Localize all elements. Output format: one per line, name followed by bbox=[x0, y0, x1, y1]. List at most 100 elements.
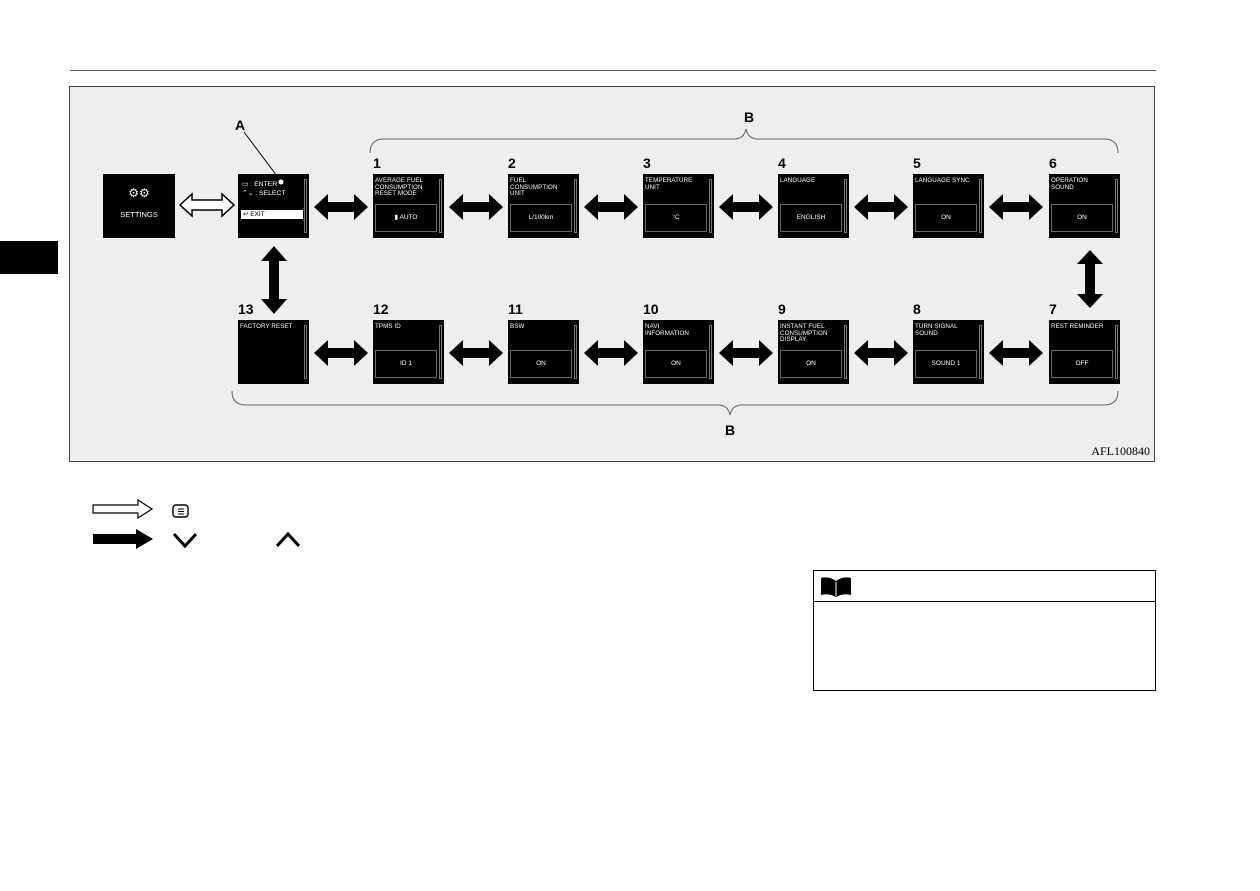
settings-item-screen: TEMPERATURE UNIT °C bbox=[643, 174, 714, 238]
screen-number: 11 bbox=[508, 301, 523, 317]
settings-item-screen: LANGUAGE SYNC ON bbox=[913, 174, 984, 238]
screen-value: ON bbox=[510, 350, 572, 378]
screen-title: REST REMINDER bbox=[1051, 323, 1104, 330]
scrollbar bbox=[709, 179, 712, 233]
label-b-top: B bbox=[744, 109, 755, 125]
settings-item-screen: AVERAGE FUEL CONSUMPTION RESET MODE ▮ AUT… bbox=[373, 174, 444, 238]
double-arrow-horizontal bbox=[989, 194, 1043, 220]
section-tab bbox=[0, 241, 58, 274]
double-arrow-vertical-right bbox=[1077, 250, 1103, 308]
double-arrow-vertical-left bbox=[261, 246, 287, 314]
double-arrow-horizontal bbox=[314, 194, 368, 220]
screen-title: AVERAGE FUEL CONSUMPTION RESET MODE bbox=[375, 177, 423, 198]
double-arrow-horizontal bbox=[854, 340, 908, 366]
scrollbar bbox=[304, 179, 307, 233]
double-arrow-horizontal bbox=[584, 194, 638, 220]
enter-line: ▭ : ENTER bbox=[242, 180, 277, 188]
scrollbar bbox=[439, 325, 442, 379]
scrollbar bbox=[844, 325, 847, 379]
double-arrow-horizontal bbox=[584, 340, 638, 366]
note-header bbox=[814, 571, 1155, 602]
scrollbar bbox=[844, 179, 847, 233]
label-b-bottom: B bbox=[725, 422, 736, 438]
screen-number: 9 bbox=[778, 301, 786, 317]
screen-number: 1 bbox=[373, 155, 381, 171]
screen-number: 8 bbox=[913, 301, 921, 317]
enter-button-icon bbox=[172, 504, 189, 518]
settings-item-screen: NAVI INFORMATION ON bbox=[643, 320, 714, 384]
select-text: : SELECT bbox=[255, 190, 286, 197]
screen-value: ID 1 bbox=[375, 350, 437, 378]
screen-value: ON bbox=[645, 350, 707, 378]
screen-title: BSW bbox=[510, 323, 525, 330]
scrollbar bbox=[304, 325, 307, 379]
screen-number: 2 bbox=[508, 155, 516, 171]
screen-number: 3 bbox=[643, 155, 651, 171]
leader-line-a bbox=[243, 131, 285, 186]
screen-title: TURN SIGNAL SOUND bbox=[915, 323, 958, 337]
open-book-icon bbox=[821, 577, 851, 597]
screen-title: LANGUAGE SYNC bbox=[915, 177, 970, 184]
screen-title: NAVI INFORMATION bbox=[645, 323, 689, 337]
chevron-up-icon bbox=[275, 531, 301, 548]
double-arrow-horizontal bbox=[719, 340, 773, 366]
screen-number: 5 bbox=[913, 155, 921, 171]
chevron-down-icon bbox=[172, 532, 198, 549]
screen-number: 13 bbox=[238, 301, 254, 317]
scrollbar bbox=[979, 325, 982, 379]
settings-item-screen: FACTORY RESET bbox=[238, 320, 309, 384]
scrollbar bbox=[709, 325, 712, 379]
gear-icon: ⚙⚙ bbox=[128, 186, 150, 200]
screen-value: ENGLISH bbox=[780, 204, 842, 232]
screen-title: FUEL CONSUMPTION UNIT bbox=[510, 177, 558, 198]
exit-line: ↩ EXIT bbox=[241, 210, 303, 219]
screen-value: ON bbox=[915, 204, 977, 232]
brace-bottom bbox=[231, 390, 1119, 416]
settings-item-screen: BSW ON bbox=[508, 320, 579, 384]
enter-button-icon: ▭ bbox=[242, 181, 249, 188]
screen-title: OPERATION SOUND bbox=[1051, 177, 1088, 191]
scrollbar bbox=[574, 325, 577, 379]
solid-arrow-icon bbox=[93, 529, 153, 549]
scrollbar bbox=[979, 179, 982, 233]
figure-code: AFL100840 bbox=[1091, 444, 1150, 458]
screen-value: °C bbox=[645, 204, 707, 232]
screen-number: 10 bbox=[643, 301, 659, 317]
settings-item-screen: LANGUAGE ENGLISH bbox=[778, 174, 849, 238]
settings-label: SETTINGS bbox=[120, 210, 158, 219]
outline-double-arrow bbox=[178, 192, 236, 218]
settings-flow-figure: ⚙⚙ SETTINGS ▭ : ENTER ⌃⌄ : SELECT ↩ EXIT… bbox=[69, 86, 1155, 462]
screen-value: ON bbox=[1051, 204, 1113, 232]
reset-badge-icon: ▮ bbox=[394, 214, 400, 221]
screen-number: 6 bbox=[1049, 155, 1057, 171]
screen-value: ON bbox=[780, 350, 842, 378]
settings-screen: ⚙⚙ SETTINGS bbox=[103, 174, 175, 238]
return-icon: ↩ bbox=[243, 211, 249, 218]
screen-number: 7 bbox=[1049, 301, 1057, 317]
enter-text: : ENTER bbox=[250, 181, 278, 188]
exit-text: EXIT bbox=[250, 211, 265, 218]
double-arrow-horizontal bbox=[719, 194, 773, 220]
scrollbar bbox=[1115, 325, 1118, 379]
menu-screen: ▭ : ENTER ⌃⌄ : SELECT ↩ EXIT bbox=[238, 174, 309, 238]
screen-number: 4 bbox=[778, 155, 786, 171]
double-arrow-horizontal bbox=[854, 194, 908, 220]
settings-item-screen: OPERATION SOUND ON bbox=[1049, 174, 1120, 238]
screen-value: OFF bbox=[1051, 350, 1113, 378]
brace-top bbox=[369, 128, 1119, 154]
double-arrow-horizontal bbox=[449, 194, 503, 220]
chevron-updown-icon: ⌃⌄ bbox=[242, 190, 254, 197]
screen-title: FACTORY RESET bbox=[240, 323, 293, 330]
screen-title: LANGUAGE bbox=[780, 177, 816, 184]
screen-value: L/100km bbox=[510, 204, 572, 232]
screen-title: TEMPERATURE UNIT bbox=[645, 177, 693, 191]
double-arrow-horizontal bbox=[449, 340, 503, 366]
screen-number: 12 bbox=[373, 301, 389, 317]
header-rule bbox=[70, 70, 1156, 71]
select-line: ⌃⌄ : SELECT bbox=[242, 189, 286, 197]
screen-value: SOUND 1 bbox=[915, 350, 977, 378]
double-arrow-horizontal bbox=[989, 340, 1043, 366]
screen-value: ▮ AUTO bbox=[375, 204, 437, 232]
